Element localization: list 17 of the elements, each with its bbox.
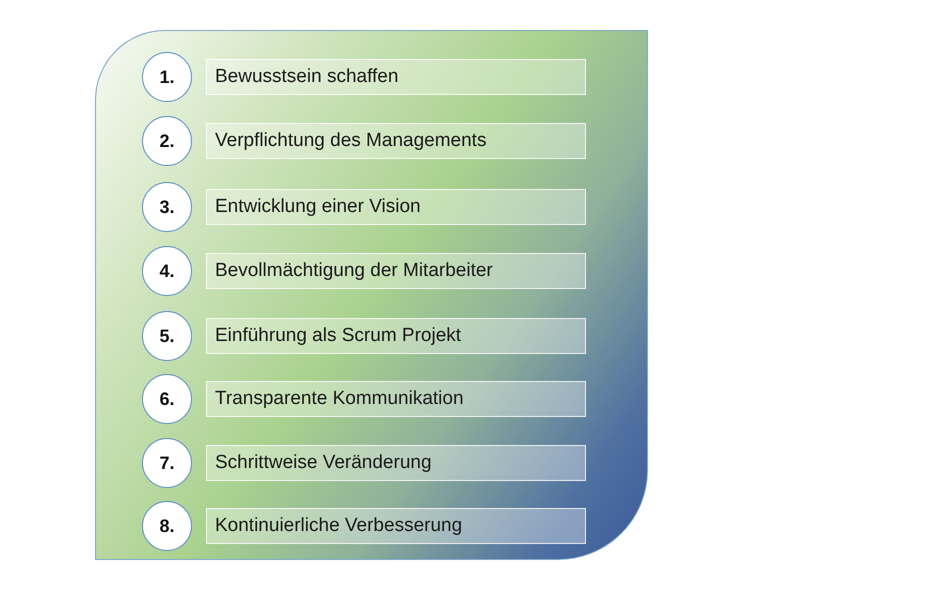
- number-circle: 5.: [142, 311, 192, 361]
- step-bar: Einführung als Scrum Projekt: [206, 318, 586, 354]
- step-bar: Schrittweise Veränderung: [206, 445, 586, 481]
- number-circle: 4.: [142, 246, 192, 296]
- panel-background: [95, 30, 648, 560]
- number-circle: 7.: [142, 438, 192, 488]
- step-bar: Kontinuierliche Verbesserung: [206, 508, 586, 544]
- number-circle: 6.: [142, 374, 192, 424]
- step-bar: Bevollmächtigung der Mitarbeiter: [206, 253, 586, 289]
- step-bar: Entwicklung einer Vision: [206, 189, 586, 225]
- number-circle: 8.: [142, 501, 192, 551]
- step-bar: Transparente Kommunikation: [206, 381, 586, 417]
- number-circle: 3.: [142, 182, 192, 232]
- number-circle: 2.: [142, 116, 192, 166]
- number-circle: 1.: [142, 52, 192, 102]
- step-bar: Verpflichtung des Managements: [206, 123, 586, 159]
- step-bar: Bewusstsein schaffen: [206, 59, 586, 95]
